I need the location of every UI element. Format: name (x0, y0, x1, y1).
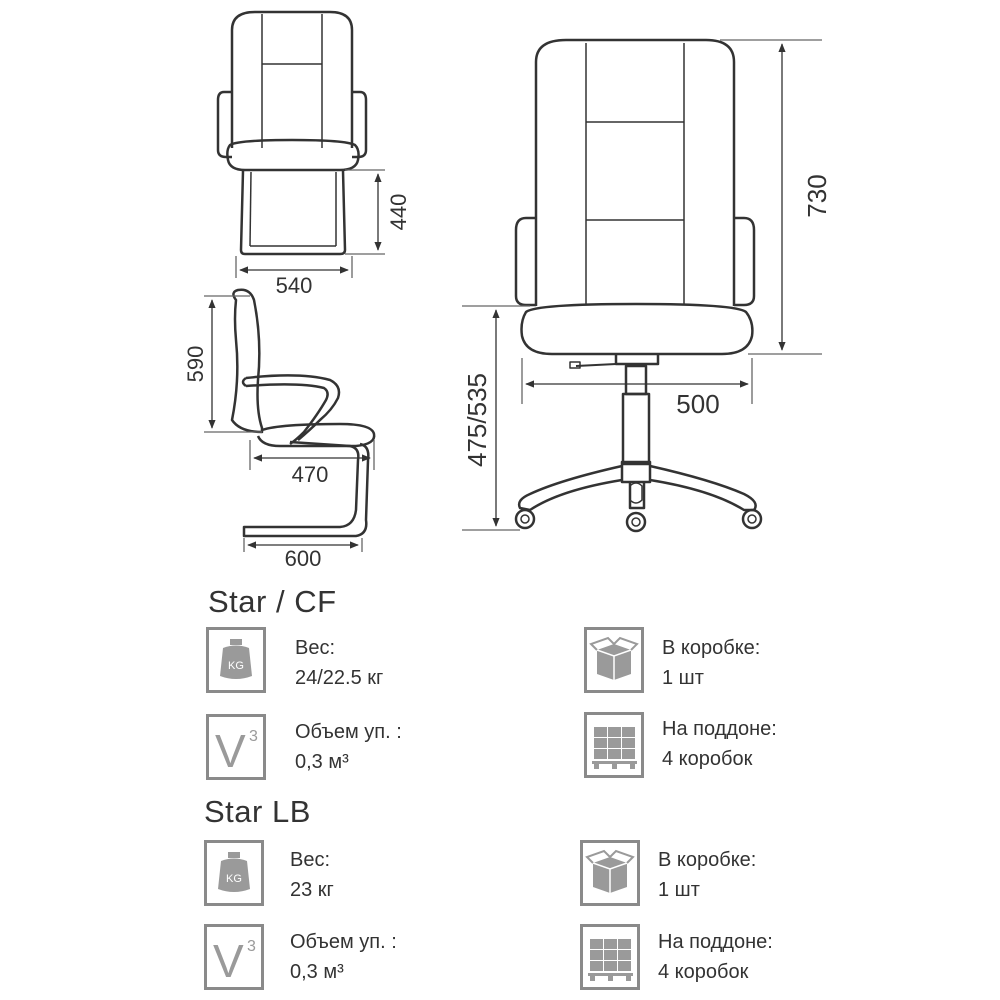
pallet-value: 4 коробок (658, 961, 749, 983)
pallet-value: 4 коробок (662, 748, 753, 770)
front-view-dimension-lines (235, 169, 385, 278)
front-view-visitor-chair (216, 10, 368, 256)
volume-icon: V 3 (204, 924, 264, 990)
weight-label: Вес: (295, 637, 336, 659)
box-icon (580, 840, 640, 906)
in-box-spec-star-lb: В коробке: 1 шт (658, 845, 756, 905)
pallet-spec-star-cf: На поддоне: 4 коробок (662, 714, 777, 774)
product-title-star-cf: Star / CF (208, 584, 337, 619)
side-view-base-depth-label: 600 (285, 546, 322, 571)
svg-text:KG: KG (226, 873, 242, 885)
product-title-star-lb: Star LB (204, 794, 311, 829)
volume-spec-star-lb: Объем уп. : 0,3 м³ (290, 927, 397, 987)
side-view-visitor-chair (230, 288, 376, 538)
weight-label: Вес: (290, 849, 331, 871)
weight-spec-star-cf: Вес: 24/22.5 кг (295, 633, 383, 693)
office-chair-front-view (514, 38, 763, 533)
volume-value: 0,3 м³ (290, 961, 344, 983)
box-icon (584, 627, 644, 693)
side-view-height-label: 590 (183, 346, 208, 383)
pallet-label: На поддоне: (658, 931, 773, 953)
office-chair-dimension-lines (462, 39, 822, 531)
svg-text:3: 3 (249, 728, 258, 745)
volume-value: 0,3 м³ (295, 751, 349, 773)
volume-label: Объем уп. : (295, 721, 402, 743)
in-box-label: В коробке: (662, 637, 761, 659)
office-chair-seat-height-label: 475/535 (462, 373, 492, 467)
side-view-seat-depth-label: 470 (292, 462, 329, 487)
in-box-value: 1 шт (658, 879, 700, 901)
pallet-icon (580, 924, 640, 990)
svg-text:V: V (213, 935, 244, 987)
pallet-spec-star-lb: На поддоне: 4 коробок (658, 927, 773, 987)
weight-kg-icon: KG (206, 627, 266, 693)
office-chair-width-label: 500 (676, 389, 719, 419)
svg-text:KG: KG (228, 660, 244, 672)
pallet-label: На поддоне: (662, 718, 777, 740)
office-chair-height-label: 730 (802, 174, 832, 217)
in-box-label: В коробке: (658, 849, 757, 871)
volume-icon: V 3 (206, 714, 266, 780)
pallet-icon (584, 712, 644, 778)
front-view-width-label: 540 (276, 273, 313, 298)
volume-spec-star-cf: Объем уп. : 0,3 м³ (295, 717, 402, 777)
side-view-dimension-lines (204, 295, 375, 552)
in-box-spec-star-cf: В коробке: 1 шт (662, 633, 760, 693)
weight-value: 23 кг (290, 879, 334, 901)
weight-value: 24/22.5 кг (295, 667, 384, 689)
svg-text:3: 3 (247, 938, 256, 955)
svg-text:V: V (215, 725, 246, 777)
front-view-seat-height-label: 440 (386, 194, 411, 231)
volume-label: Объем уп. : (290, 931, 397, 953)
weight-kg-icon: KG (204, 840, 264, 906)
weight-spec-star-lb: Вес: 23 кг (290, 845, 334, 905)
in-box-value: 1 шт (662, 667, 704, 689)
chair-technical-drawings: 440 540 590 470 600 (183, 10, 832, 571)
